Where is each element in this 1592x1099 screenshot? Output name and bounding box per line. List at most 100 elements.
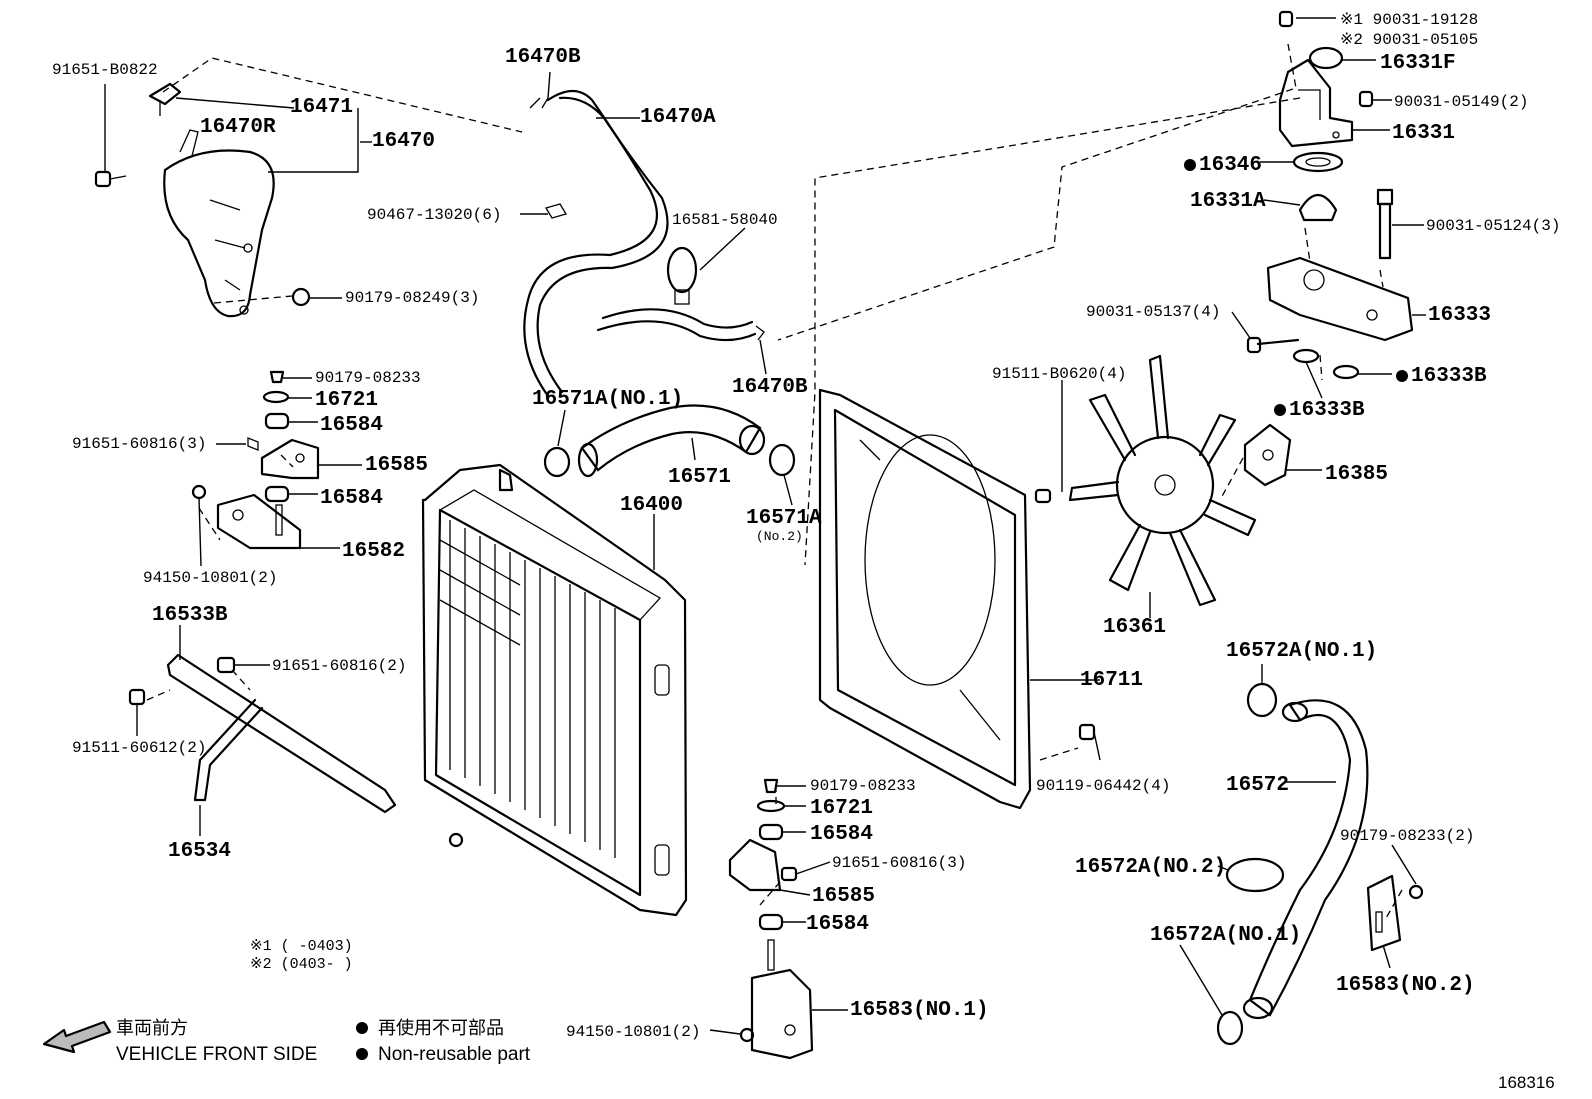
label-16584-d: 16584 xyxy=(806,913,869,936)
note-1: ※1 ( -0403) xyxy=(250,938,353,955)
label-16346: 16346 xyxy=(1199,154,1262,177)
label-16585-a: 16585 xyxy=(365,454,428,477)
label-16584-a: 16584 xyxy=(320,414,383,437)
reservoir-nut xyxy=(291,287,311,307)
reservoir-cap xyxy=(148,82,182,116)
date-notes: ※1 ( -0403) ※2 (0403- ) xyxy=(250,938,353,973)
water-outlet-16331 xyxy=(1278,10,1354,148)
label-16333: 16333 xyxy=(1428,304,1491,327)
gasket-16331F xyxy=(1308,46,1344,70)
hose-clamp-16581 xyxy=(666,246,698,305)
label-16571a-no1: 16571A(NO.1) xyxy=(532,388,683,411)
label-16585-b: 16585 xyxy=(812,885,875,908)
lower-mount-16583-no2 xyxy=(1366,874,1424,952)
fan-bolt xyxy=(1034,488,1052,504)
non-reusable-dot-icon xyxy=(356,1022,368,1034)
label-91651-60816-a: 91651-60816(3) xyxy=(72,435,206,453)
radiator-core-fins xyxy=(439,520,616,858)
label-90179-08233-a: 90179-08233 xyxy=(315,369,421,387)
label-16470r: 16470R xyxy=(200,116,276,139)
thermostat-16331A xyxy=(1298,193,1338,222)
label-16470b-mid: 16470B xyxy=(732,376,808,399)
label-90179-08233-c: 90179-08233(2) xyxy=(1340,827,1474,845)
label-91511-b0620: 91511-B0620(4) xyxy=(992,365,1126,383)
radiator-support-rod xyxy=(128,653,397,814)
label-90031-05149: 90031-05149(2) xyxy=(1394,93,1528,111)
fan-pulley-bracket-16385 xyxy=(1243,423,1292,487)
non-reusable-dot-16333b-right xyxy=(1396,370,1408,382)
label-91651-60816-b: 91651-60816(2) xyxy=(272,657,406,675)
label-16333b-right: 16333B xyxy=(1411,365,1487,388)
reservoir-bolt xyxy=(94,170,127,188)
label-16572a-no1-bot: 16572A(NO.1) xyxy=(1150,924,1301,947)
label-16400: 16400 xyxy=(620,494,683,517)
note-2: ※2 (0403- ) xyxy=(250,956,353,973)
label-16333b-left: 16333B xyxy=(1289,399,1365,422)
label-16572: 16572 xyxy=(1226,774,1289,797)
gasket-16346 xyxy=(1292,151,1344,173)
overflow-hose xyxy=(523,89,757,398)
bolt-90031-05137 xyxy=(1246,336,1300,354)
label-16583-no2: 16583(NO.2) xyxy=(1336,974,1475,997)
label-16533b: 16533B xyxy=(152,604,228,627)
legend-front-en: VEHICLE FRONT SIDE xyxy=(116,1044,317,1065)
legend-front-jp: 車両前方 xyxy=(116,1018,188,1039)
label-16534: 16534 xyxy=(168,840,231,863)
bolt-90031-05149 xyxy=(1358,90,1374,108)
label-16721-b: 16721 xyxy=(810,797,873,820)
part-callouts: 91651-B0822 16470B 16471 16470R 16470 16… xyxy=(52,11,1560,1041)
label-90119-06442: 90119-06442(4) xyxy=(1036,777,1170,795)
fan-shroud xyxy=(818,388,1032,810)
label-16584-b: 16584 xyxy=(320,487,383,510)
non-reusable-dot-16333b-left xyxy=(1274,404,1286,416)
upper-radiator-hose xyxy=(543,404,796,478)
label-16572a-no1-top: 16572A(NO.1) xyxy=(1226,640,1377,663)
label-16721-a: 16721 xyxy=(315,389,378,412)
upper-mount-stack-left xyxy=(191,370,320,550)
label-16571a-right: 16571A xyxy=(746,507,822,530)
label-16331: 16331 xyxy=(1392,122,1455,145)
label-90031-05105: ※2 90031-05105 xyxy=(1340,31,1478,49)
bolt-90031-05124 xyxy=(1376,188,1394,260)
lower-radiator-hose xyxy=(1242,699,1369,1020)
label-16571a-no2: (No.2) xyxy=(756,529,803,544)
label-16470: 16470 xyxy=(372,130,435,153)
label-16470a: 16470A xyxy=(640,106,716,129)
label-16331a: 16331A xyxy=(1190,190,1266,213)
label-90031-19128: ※1 90031-19128 xyxy=(1340,11,1478,29)
water-inlet-16333 xyxy=(1266,256,1414,342)
legend: 車両前方 VEHICLE FRONT SIDE 再使用不可部品 Non-reus… xyxy=(42,1018,531,1065)
label-16711: 16711 xyxy=(1080,669,1143,692)
label-90467-13020: 90467-13020(6) xyxy=(367,206,501,224)
label-16583-no1: 16583(NO.1) xyxy=(850,999,989,1022)
label-90179-08249: 90179-08249(3) xyxy=(345,289,479,307)
label-94150-10801-a: 94150-10801(2) xyxy=(143,569,277,587)
o-rings-16333B xyxy=(1292,348,1360,380)
label-16361: 16361 xyxy=(1103,616,1166,639)
radiator xyxy=(421,463,688,917)
label-16581-58040: 16581-58040 xyxy=(672,211,778,229)
label-16571: 16571 xyxy=(668,466,731,489)
label-16471: 16471 xyxy=(290,96,353,119)
legend-nonreuse-jp: 再使用不可部品 xyxy=(378,1018,504,1039)
diagram-code: 168316 xyxy=(1498,1073,1555,1092)
legend-nonreuse-en: Non-reusable part xyxy=(378,1044,531,1065)
non-reusable-dot-icon-2 xyxy=(356,1048,368,1060)
reservoir-tank xyxy=(163,129,275,318)
dashed-reference-lines xyxy=(146,43,1403,921)
label-91651-b0822: 91651-B0822 xyxy=(52,61,158,79)
cooling-fan xyxy=(1068,354,1257,607)
label-91511-60612: 91511-60612(2) xyxy=(72,739,206,757)
label-90031-05137: 90031-05137(4) xyxy=(1086,303,1220,321)
label-16584-c: 16584 xyxy=(810,823,873,846)
label-90031-05124: 90031-05124(3) xyxy=(1426,217,1560,235)
shroud-bolt xyxy=(1078,723,1096,741)
label-91651-60816-c: 91651-60816(3) xyxy=(832,854,966,872)
hose-clip-16470B xyxy=(755,325,765,341)
label-16385: 16385 xyxy=(1325,463,1388,486)
label-94150-10801-b: 94150-10801(2) xyxy=(566,1023,700,1041)
leader-lines xyxy=(104,17,1426,1035)
label-90179-08233-b: 90179-08233 xyxy=(810,777,916,795)
label-16331f: 16331F xyxy=(1380,52,1456,75)
